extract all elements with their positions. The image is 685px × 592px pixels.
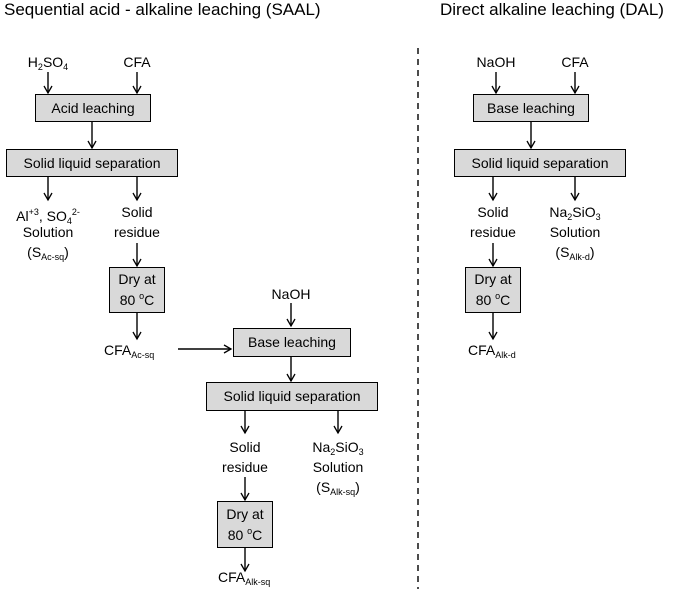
dry-dal-line1: Dry at	[474, 271, 512, 287]
product-cfa-alk-d: CFAAlk-d	[468, 342, 516, 360]
input-h2so4: H2SO4	[27, 54, 69, 72]
separation-box-1: Solid liquid separation	[6, 149, 178, 177]
dry-2-line2: 80 oC	[227, 525, 263, 543]
saal-header: Sequential acid - alkaline leaching (SAA…	[4, 0, 321, 19]
residue-1-line2: residue	[114, 224, 160, 240]
solution-2-code: (SAlk-sq)	[316, 479, 360, 497]
base-leaching-box-saal: Base leaching	[233, 328, 351, 357]
product-cfa-alk-sq: CFAAlk-sq	[218, 569, 271, 587]
input-cfa-dal: CFA	[561, 54, 589, 70]
residue-1-line1: Solid	[121, 204, 153, 220]
dry-1-line2: 80 oC	[119, 291, 155, 308]
acid-leaching-box: Acid leaching	[35, 94, 151, 122]
solution-2-formula: Na2SiO3	[312, 439, 364, 457]
dry-box-dal: Dry at 80 oC	[465, 267, 521, 313]
input-naoh-saal: NaOH	[271, 286, 311, 302]
separation-box-dal: Solid liquid separation	[454, 149, 626, 177]
solution-1-formula: Al+3, SO42-	[16, 207, 80, 226]
input-naoh-dal: NaOH	[476, 54, 516, 70]
product-cfa-ac-sq: CFAAc-sq	[104, 342, 155, 360]
solution-2-label: Solution	[312, 459, 364, 475]
dry-box-1: Dry at 80 oC	[109, 267, 165, 313]
base-leaching-box-dal: Base leaching	[473, 94, 589, 122]
separation-box-2: Solid liquid separation	[206, 382, 378, 411]
solution-dal-formula: Na2SiO3	[549, 204, 601, 222]
dry-box-2: Dry at 80 oC	[217, 501, 273, 548]
input-cfa: CFA	[123, 54, 151, 70]
residue-dal-line1: Solid	[477, 204, 509, 220]
dal-header: Direct alkaline leaching (DAL)	[440, 0, 664, 19]
residue-2-line1: Solid	[229, 439, 261, 455]
solution-1-code: (SAc-sq)	[27, 244, 69, 262]
dry-dal-line2: 80 oC	[475, 291, 511, 308]
residue-2-line2: residue	[222, 459, 268, 475]
residue-dal-line2: residue	[470, 224, 516, 240]
solution-dal-code: (SAlk-d)	[555, 244, 595, 262]
solution-dal-label: Solution	[549, 224, 601, 240]
solution-1-label: Solution	[22, 224, 74, 240]
dry-1-line1: Dry at	[118, 271, 156, 287]
dry-2-line1: Dry at	[226, 505, 264, 522]
